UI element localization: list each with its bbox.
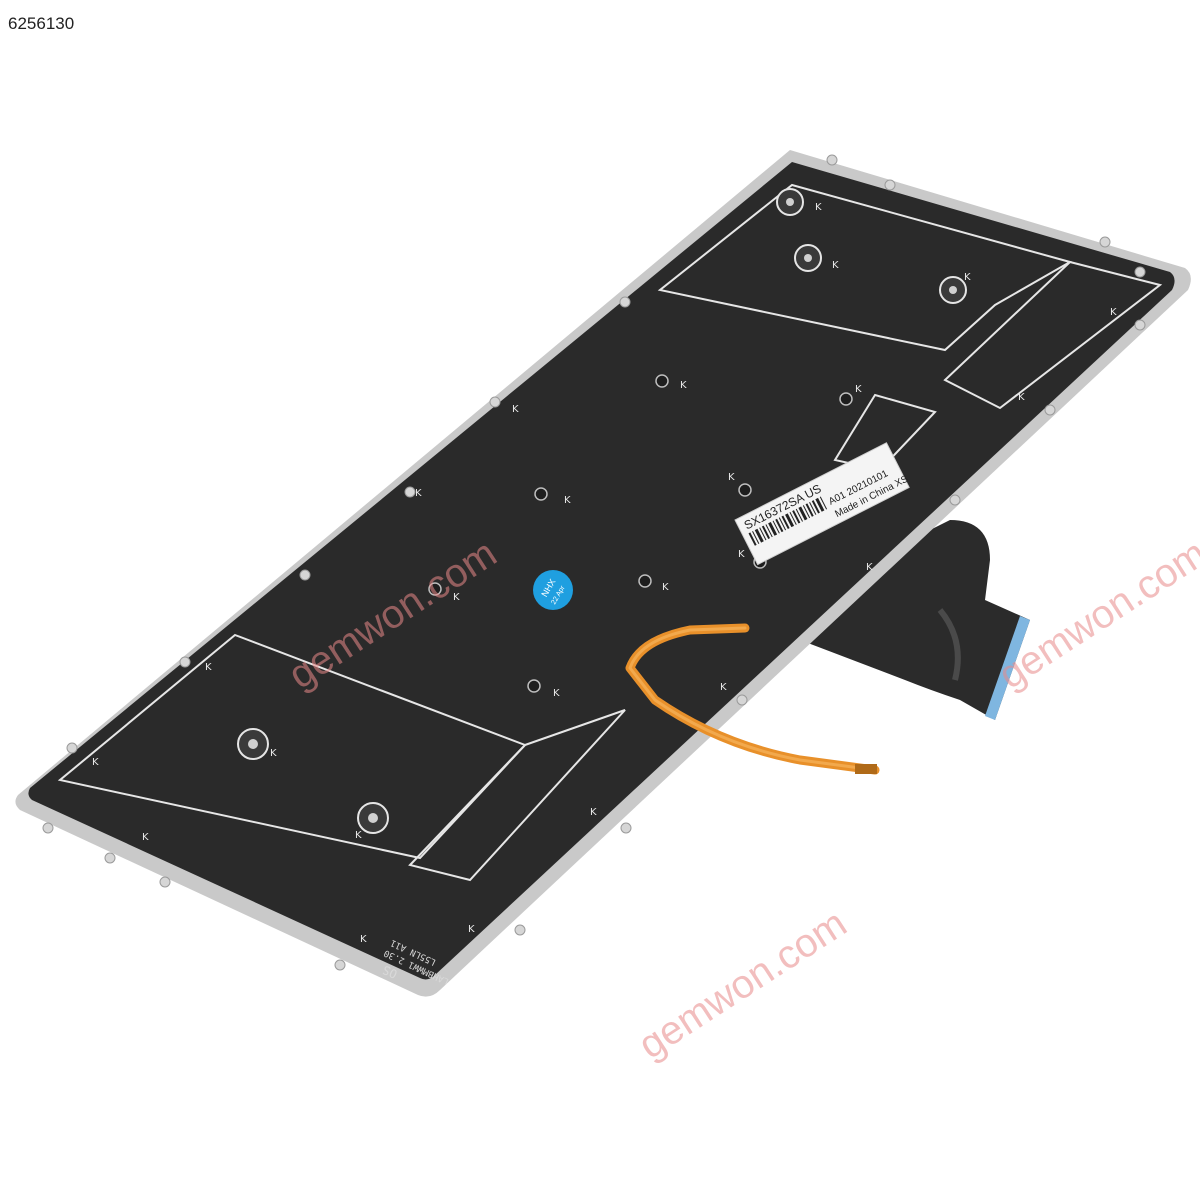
svg-text:K: K [832,260,839,271]
frame-tabs [42,154,1146,971]
backlight-ribbon [625,623,880,775]
svg-text:K: K [855,384,862,395]
bottom-print-line3: OS [380,962,399,981]
watermark-right: gemwon.com [991,531,1200,697]
flex-contacts [985,616,1030,720]
svg-text:K: K [270,748,277,759]
keyboard-backplate [28,162,1175,980]
svg-text:K: K [662,582,669,593]
svg-text:K: K [680,380,687,391]
svg-text:K: K [512,404,519,415]
svg-text:K: K [564,495,571,506]
svg-text:K: K [205,662,212,673]
watermark-bottom: gemwon.com [631,901,854,1067]
svg-text:K: K [1110,307,1117,318]
svg-text:K: K [553,688,560,699]
svg-text:K: K [1018,392,1025,403]
svg-text:K: K [815,202,822,213]
screw-holes [237,188,967,834]
svg-text:K: K [468,924,475,935]
svg-text:K: K [866,562,873,573]
barcode [748,496,828,546]
svg-text:K: K [360,934,367,945]
svg-text:K: K [415,488,422,499]
svg-text:K: K [453,592,460,603]
svg-text:K: K [355,830,362,841]
svg-text:K: K [728,472,735,483]
svg-text:K: K [142,832,149,843]
svg-text:K: K [92,757,99,768]
svg-text:K: K [738,549,745,560]
inspection-sticker: NHX 22 Apr [533,570,573,610]
plate-markings [57,183,1163,882]
product-id: 6256130 [8,14,75,33]
svg-text:K: K [964,272,971,283]
ribbon-connector [855,764,877,774]
svg-text:K: K [590,807,597,818]
svg-text:K: K [720,682,727,693]
key-markers: K K K K K K K K K K K K K K K K K K K K K K K K K [92,202,1117,945]
